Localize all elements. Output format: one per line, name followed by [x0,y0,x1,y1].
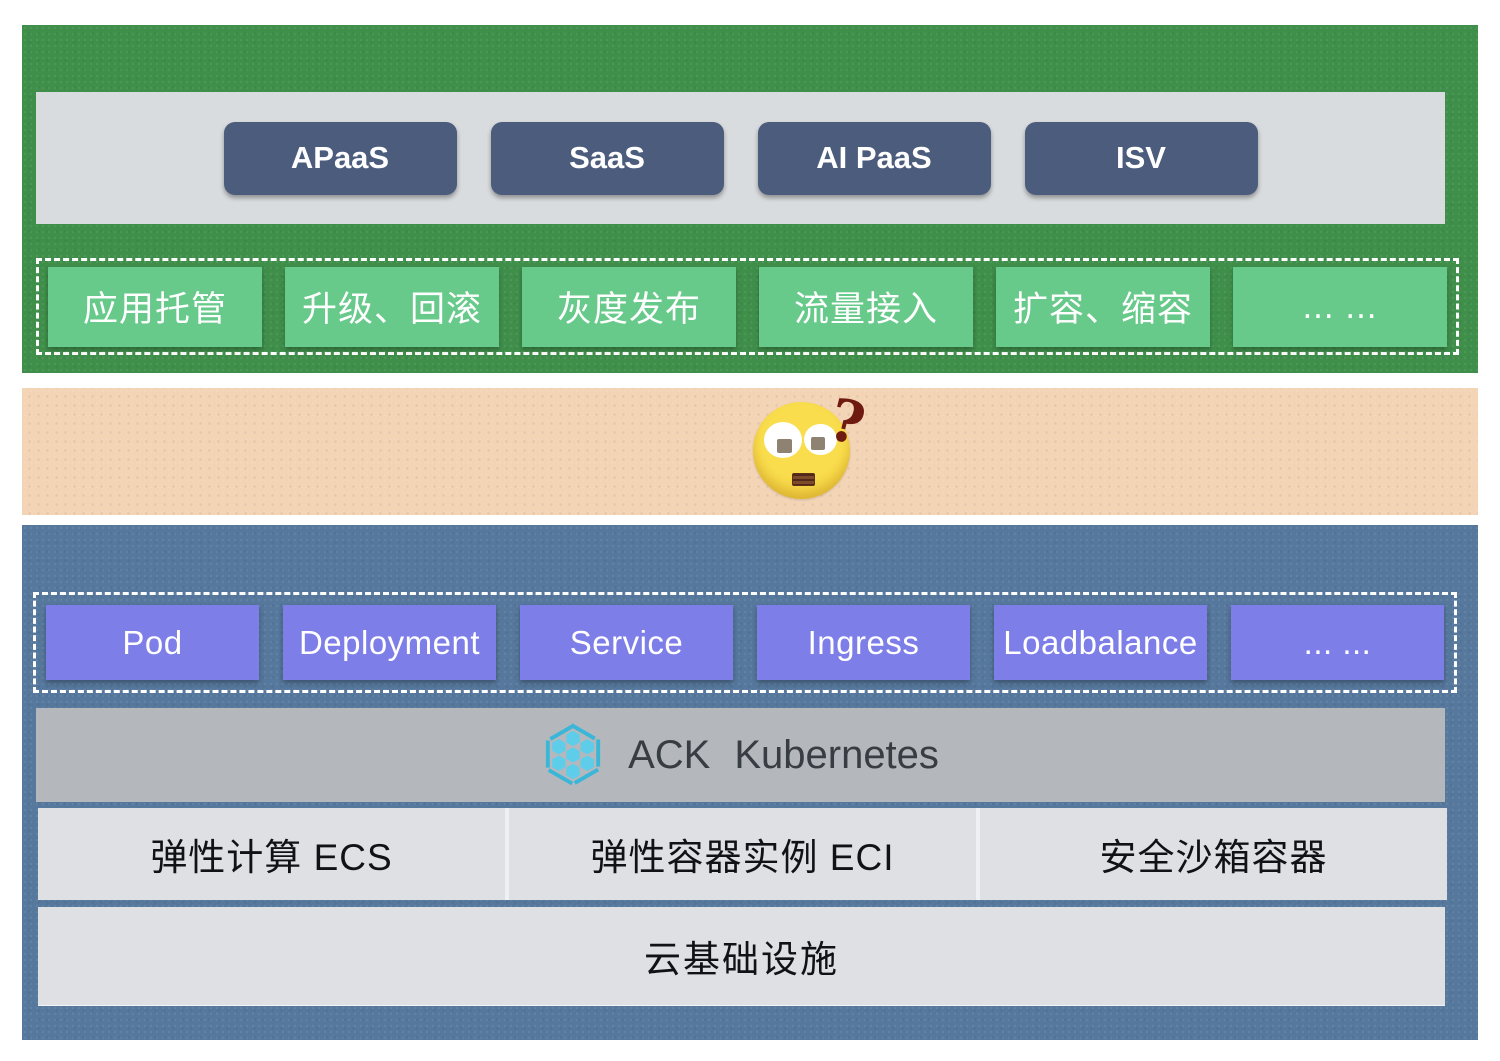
ack-logo-icon [545,723,601,787]
question-gap-band: ? [22,385,1478,515]
paas-button-saas: SaaS [490,121,724,195]
cloud-infrastructure-band: 云基础设施 [38,907,1445,1005]
question-mark: ? [822,384,872,460]
compute-box-sandbox: 安全沙箱容器 [976,808,1447,900]
resource-box-service: Service [520,605,733,680]
capabilities-dashed-container: 应用托管 升级、回滚 灰度发布 流量接入 扩容、缩容 ... ... [36,258,1459,355]
capability-box-traffic-ingress: 流量接入 [759,266,973,347]
paas-button-isv: ISV [1024,121,1258,195]
kubernetes-label: Kubernetes [734,732,939,777]
compute-options-row: 弹性计算 ECS 弹性容器实例 ECI 安全沙箱容器 [38,808,1447,900]
resource-box-deployment: Deployment [283,605,496,680]
capability-box-gray-release: 灰度发布 [522,266,736,347]
resource-box-loadbalance: Loadbalance [994,605,1207,680]
capability-box-ellipsis: ... ... [1233,266,1447,347]
emoji-right-eye [804,424,837,455]
k8s-resources-dashed-container: Pod Deployment Service Ingress Loadbalan… [33,592,1457,693]
emoji-left-eye [764,422,802,458]
emoji-mouth [792,473,815,486]
capability-box-app-hosting: 应用托管 [48,266,262,347]
paas-button-aipaas: AI PaaS [757,121,991,195]
resource-box-ellipsis: ... ... [1231,605,1444,680]
capability-box-scale: 扩容、缩容 [996,266,1210,347]
application-layer-panel: APaaS SaaS AI PaaS ISV 应用托管 升级、回滚 灰度发布 流… [22,25,1478,373]
compute-box-ecs: 弹性计算 ECS [38,808,505,900]
paas-band: APaaS SaaS AI PaaS ISV [36,92,1445,224]
paas-button-apaas: APaaS [223,121,457,195]
capability-box-upgrade-rollback: 升级、回滚 [285,266,499,347]
ack-kubernetes-band: ACK Kubernetes [36,708,1445,802]
ack-label: ACK [628,732,711,777]
emoji-right-pupil [811,437,825,450]
confused-emoji-icon: ? [753,385,872,499]
compute-box-eci: 弹性容器实例 ECI [505,808,976,900]
emoji-left-pupil [777,439,792,453]
kubernetes-layer-panel: Pod Deployment Service Ingress Loadbalan… [22,525,1478,1040]
resource-box-pod: Pod [46,605,259,680]
resource-box-ingress: Ingress [757,605,970,680]
